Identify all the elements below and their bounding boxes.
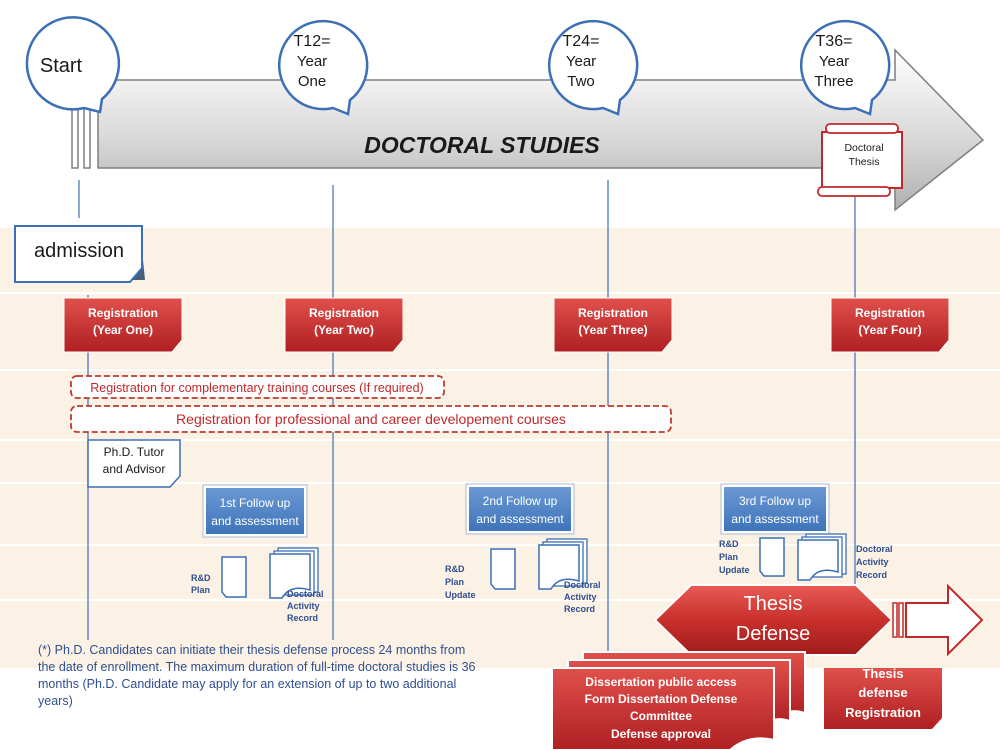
dissertation-document-stack: Dissertation public access Form Disserta… [551,651,806,750]
milestone-year-three: T36= Year Three [800,19,891,116]
rd-plan-update-document-1: R&D Plan Update [445,548,516,600]
svg-text:Activity: Activity [856,557,889,567]
svg-text:R&D: R&D [445,564,465,574]
svg-text:Defense approval: Defense approval [611,727,711,741]
document-stack-icon [797,539,839,581]
admission-box: admission [14,225,145,283]
svg-text:Year: Year [297,53,327,70]
svg-text:Doctoral: Doctoral [287,589,324,599]
svg-text:Registration: Registration [578,306,648,320]
followup-third: 3rd Follow up and assessment [720,483,830,535]
svg-text:T36=: T36= [816,33,853,50]
rd-plan-document: R&D Plan [191,556,247,598]
registration-year-one: Registration (Year One) [63,297,183,353]
svg-text:Plan: Plan [191,585,210,595]
svg-text:T12=: T12= [294,33,331,50]
svg-text:(Year Three): (Year Three) [578,323,647,337]
svg-text:Form Dissertation Defense: Form Dissertation Defense [585,692,738,706]
document-icon [490,548,516,590]
svg-text:(Year Four): (Year Four) [858,323,921,337]
milestone-start: Start [25,16,121,114]
activity-record-document-3: Doctoral Activity Record [797,533,893,581]
svg-text:Record: Record [856,570,887,580]
followup-second: 2nd Follow up and assessment [465,483,575,535]
svg-text:and Advisor: and Advisor [103,462,166,476]
svg-text:Update: Update [445,590,476,600]
start-bar [71,107,79,169]
svg-text:Thesis: Thesis [849,156,880,168]
professional-courses-bar: Registration for professional and career… [70,405,672,433]
milestone-year-one: T12= Year One [278,19,369,116]
rd-plan-update-document-2: R&D Plan Update [719,537,785,577]
svg-text:3rd Follow up: 3rd Follow up [739,494,811,508]
svg-text:Thesis: Thesis [744,593,803,615]
svg-text:One: One [298,73,326,90]
svg-text:Two: Two [567,73,595,90]
svg-text:1st Follow up: 1st Follow up [220,496,291,510]
followup-first: 1st Follow up and assessment [202,484,308,538]
svg-text:Activity: Activity [287,601,320,611]
registration-year-three: Registration (Year Three) [553,297,673,353]
svg-text:Record: Record [287,613,318,623]
document-icon [221,556,247,598]
svg-text:Plan: Plan [445,577,464,587]
svg-text:Thesis: Thesis [862,666,903,681]
svg-text:R&D: R&D [191,573,211,583]
svg-text:Activity: Activity [564,592,597,602]
svg-text:Plan: Plan [719,552,738,562]
svg-text:Registration for complementary: Registration for complementary training … [90,381,423,395]
svg-text:Registration: Registration [855,306,925,320]
svg-text:Registration for professional: Registration for professional and career… [176,411,566,427]
defense-outline-arrow [892,583,984,657]
svg-text:Doctoral: Doctoral [844,142,883,154]
svg-text:Defense: Defense [736,623,811,645]
svg-text:Three: Three [814,73,853,90]
milestone-year-two: T24= Year Two [548,19,639,116]
activity-record-document-2: Doctoral Activity Record [538,538,601,614]
doctoral-thesis-scroll: Doctoral Thesis [817,123,903,197]
svg-text:Year: Year [819,53,849,70]
svg-text:Update: Update [719,565,750,575]
svg-text:Registration: Registration [845,705,921,720]
document-stack-icon [538,544,580,590]
tutor-advisor-box: Ph.D. Tutor and Advisor [87,439,181,488]
svg-text:Ph.D. Tutor: Ph.D. Tutor [104,445,165,459]
svg-text:Registration: Registration [309,306,379,320]
enrollment-footnote: (*) Ph.D. Candidates can initiate their … [38,643,476,708]
svg-text:Doctoral: Doctoral [856,544,893,554]
thesis-defense-registration-box: Thesis defense Registration [824,666,942,729]
document-icon [759,537,785,577]
svg-text:2nd Follow up: 2nd Follow up [483,494,558,508]
registration-year-two: Registration (Year Two) [284,297,404,353]
svg-text:Doctoral: Doctoral [564,580,601,590]
svg-text:defense: defense [858,685,907,700]
complementary-courses-bar: Registration for complementary training … [70,375,445,399]
registration-year-four: Registration (Year Four) [830,297,950,353]
start-bar [83,107,91,169]
svg-text:and assessment: and assessment [731,512,819,526]
svg-text:(Year Two): (Year Two) [314,323,374,337]
svg-text:Year: Year [566,53,596,70]
svg-text:Committee: Committee [630,709,692,723]
svg-text:T24=: T24= [563,33,600,50]
svg-text:(Year One): (Year One) [93,323,153,337]
document-stack-icon [269,553,311,599]
svg-text:and assessment: and assessment [476,512,564,526]
thesis-defense-hexagon: Thesis Defense [653,584,894,656]
svg-text:R&D: R&D [719,539,739,549]
svg-text:Registration: Registration [88,306,158,320]
timeline-title: DOCTORAL STUDIES [364,132,600,158]
svg-text:and assessment: and assessment [211,514,299,528]
svg-text:Dissertation public access: Dissertation public access [585,675,737,689]
svg-text:Start: Start [40,55,83,77]
svg-text:Record: Record [564,604,595,614]
activity-record-document-1: Doctoral Activity Record [269,547,324,623]
admission-label: admission [34,240,124,262]
